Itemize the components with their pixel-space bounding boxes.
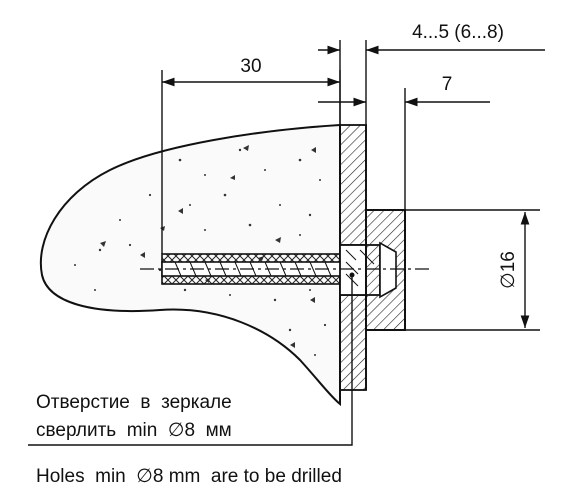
dimension-diameter bbox=[405, 209, 540, 331]
note-ru-line2: сверлить min ∅8 мм bbox=[36, 420, 232, 441]
mirror-glass-upper bbox=[339, 124, 367, 246]
mirror-glass-lower bbox=[339, 294, 367, 391]
note-leader-line bbox=[28, 275, 353, 446]
note-ru-line1: Отверстие в зеркале bbox=[36, 392, 232, 413]
note-en-line: Holes min ∅8 mm are to be drilled bbox=[36, 466, 342, 487]
dimension-30-label: 30 bbox=[240, 56, 261, 77]
dimension-gap-label: 4...5 (6...8) bbox=[412, 22, 504, 43]
dimension-7 bbox=[318, 88, 490, 210]
dimension-diameter-label: ∅16 bbox=[498, 251, 519, 289]
dimension-7-label: 7 bbox=[442, 74, 453, 95]
dimension-gap bbox=[318, 40, 545, 125]
